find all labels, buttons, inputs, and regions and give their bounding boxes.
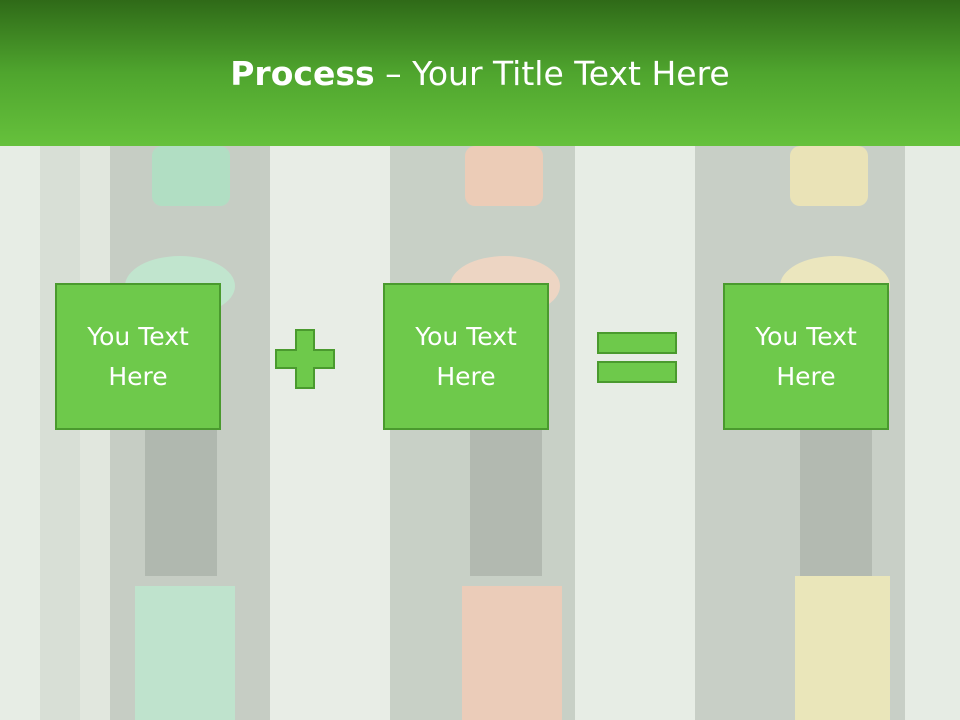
slide-title: Process – Your Title Text Here bbox=[0, 52, 960, 96]
fuel-nozzles-background-image bbox=[0, 146, 960, 720]
plus-icon bbox=[275, 329, 335, 389]
process-box-3-label: You Text Here bbox=[755, 321, 857, 391]
title-bar: Process – Your Title Text Here bbox=[0, 0, 960, 146]
process-box-2[interactable]: You Text Here bbox=[383, 283, 549, 430]
background-overlay bbox=[0, 146, 960, 720]
title-text: – Your Title Text Here bbox=[374, 54, 730, 93]
title-bold: Process bbox=[230, 54, 375, 93]
process-box-3[interactable]: You Text Here bbox=[723, 283, 889, 430]
process-box-1-label: You Text Here bbox=[87, 321, 189, 391]
process-box-2-label: You Text Here bbox=[415, 321, 517, 391]
process-box-1[interactable]: You Text Here bbox=[55, 283, 221, 430]
equals-icon bbox=[597, 332, 677, 383]
